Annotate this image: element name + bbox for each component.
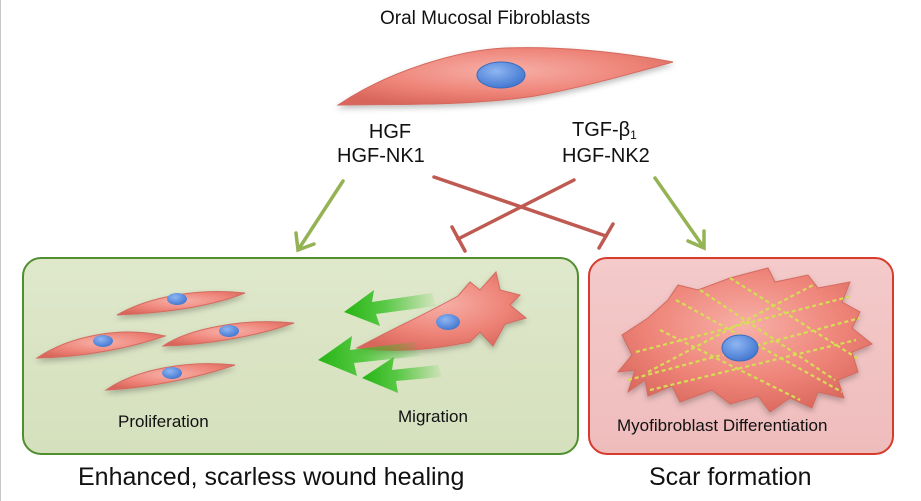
migrating-cell: [355, 270, 528, 351]
inhibit-line-tgf-to-healing: [450, 178, 576, 253]
myofibroblast-nucleus: [721, 334, 759, 362]
proliferating-cell-3: [161, 321, 295, 347]
top-cell-nucleus: [476, 61, 526, 89]
diagram-title: Oral Mucosal Fibroblasts: [380, 8, 591, 29]
migration-arrow-3: [362, 357, 442, 393]
page-left-edge: [0, 0, 1, 501]
factor-tgf-beta1: TGF-β1: [572, 118, 637, 147]
factor-hgf-nk2: HGF-NK2: [562, 145, 650, 167]
proliferating-cell-2: [35, 331, 167, 359]
factor-hgf-nk1: HGF-NK1: [337, 145, 425, 167]
proliferation-label: Proliferation: [118, 412, 209, 431]
factor-tgf-beta1-subscript: 1: [630, 128, 637, 142]
left-panel-caption: Enhanced, scarless wound healing: [78, 463, 465, 491]
proliferating-cell-4: [104, 363, 236, 391]
right-panel-caption: Scar formation: [649, 463, 812, 491]
migration-label: Migration: [398, 407, 468, 426]
migration-arrow-2: [318, 336, 420, 376]
promote-arrow-right: [653, 176, 706, 251]
factor-tgf-beta1-main: TGF-β: [572, 119, 631, 141]
myofibroblast-differentiation-label: Myofibroblast Differentiation: [617, 416, 828, 435]
factor-group-left: HGF: [365, 120, 415, 144]
proliferating-cell-1: [116, 291, 246, 316]
factor-hgf: HGF: [368, 121, 412, 143]
promote-arrow-left: [294, 179, 345, 253]
migration-arrow-1: [344, 290, 436, 326]
